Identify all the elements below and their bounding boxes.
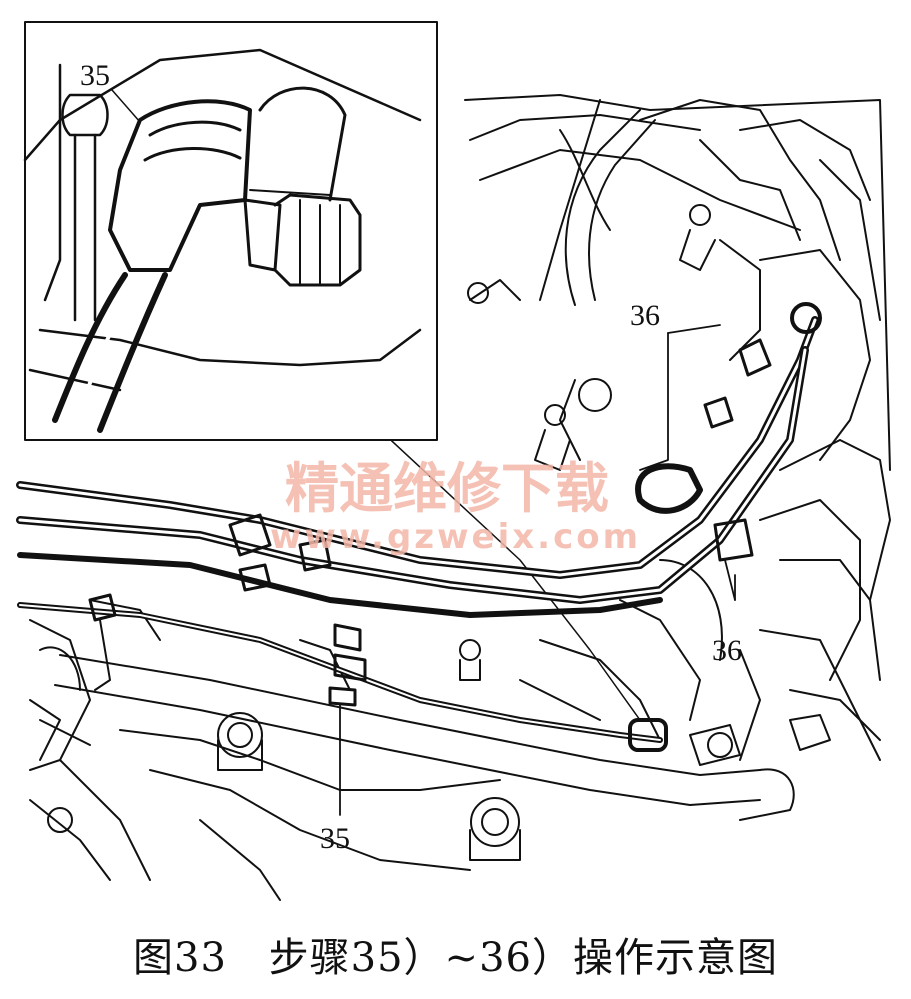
pipe-clips (88, 338, 772, 707)
figure-label: 图33 (133, 935, 227, 981)
callout-35-bottom: 35 (320, 822, 350, 855)
watermark-cn: 精通维修下载 (285, 457, 609, 520)
watermark-url: www.gzweix.com (270, 517, 641, 557)
callout-36-right: 36 (712, 634, 742, 667)
figure-title: 步骤35）~36）操作示意图 (268, 935, 778, 981)
inset-detail-drawing (23, 48, 422, 433)
callout-35-inset: 35 (80, 59, 110, 92)
callout-36-top: 36 (630, 299, 660, 332)
fuel-brake-hoses (16, 302, 822, 752)
figure-caption: 图33 步骤35）~36）操作示意图 (0, 925, 911, 983)
engine-pipe-diagram: 精通维修下载 www.gzweix.com 35 36 36 35 (16, 21, 891, 901)
callout-leaders (339, 324, 736, 816)
engine-background-lines (29, 94, 891, 901)
